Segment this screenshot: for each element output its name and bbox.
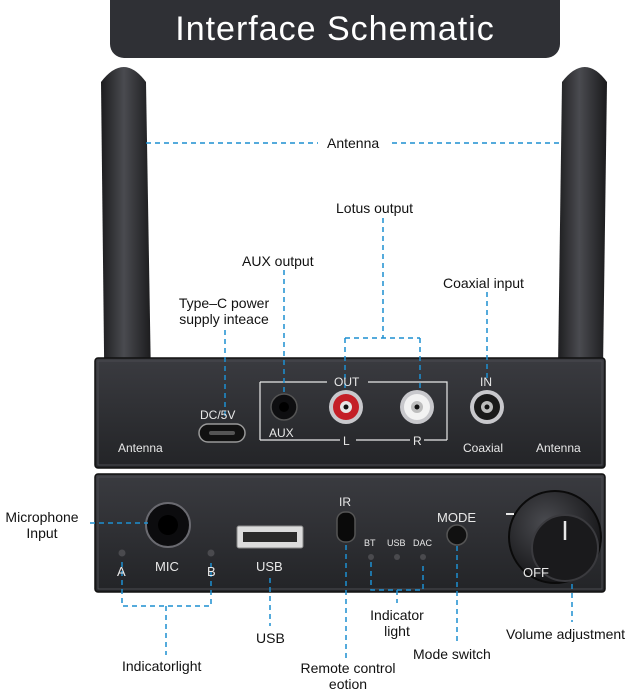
callout-microphone-line1: Microphone bbox=[5, 509, 79, 525]
out-label: OUT bbox=[334, 375, 360, 389]
callout-aux-output: AUX output bbox=[242, 253, 314, 269]
callout-mode-switch: Mode switch bbox=[413, 646, 491, 662]
leader-indicatorlight bbox=[121, 562, 212, 655]
coaxial-label: Coaxial bbox=[463, 441, 504, 455]
callout-indicator-light-line2: light bbox=[384, 623, 410, 639]
leader-indicator-light bbox=[370, 562, 424, 603]
usb-led-label: USB bbox=[387, 538, 406, 548]
mode-label: MODE bbox=[437, 510, 476, 525]
callout-usb: USB bbox=[256, 630, 285, 646]
usb-port-label: USB bbox=[256, 559, 283, 574]
bt-label: BT bbox=[364, 538, 376, 548]
callout-volume-adjustment: Volume adjustment bbox=[506, 626, 626, 642]
callout-indicatorlight: Indicatorlight bbox=[122, 658, 202, 674]
l-label: L bbox=[343, 434, 350, 448]
callout-antenna: Antenna bbox=[327, 135, 380, 151]
title-banner: Interface Schematic bbox=[110, 0, 560, 58]
back-antenna-right-label: Antenna bbox=[536, 441, 581, 455]
dc-label: DC/5V bbox=[200, 408, 236, 422]
off-label: OFF bbox=[523, 565, 549, 580]
callout-remote-line1: Remote control bbox=[300, 660, 396, 676]
dac-label: DAC bbox=[413, 538, 433, 548]
callout-type-c-line2: supply inteace bbox=[179, 311, 269, 327]
back-antenna-left-label: Antenna bbox=[118, 441, 163, 455]
front-panel bbox=[94, 473, 606, 593]
callout-coaxial-input: Coaxial input bbox=[443, 275, 524, 291]
callout-remote-line2: eotion bbox=[328, 676, 368, 692]
aux-label: AUX bbox=[269, 426, 294, 440]
callout-type-c: Type–C power supply inteace bbox=[168, 295, 280, 327]
a-label: A bbox=[117, 564, 126, 579]
mic-label: MIC bbox=[155, 559, 179, 574]
leader-lines bbox=[90, 142, 573, 660]
callout-indicator-light-line1: Indicator bbox=[370, 607, 424, 623]
callout-indicator-light: Indicator light bbox=[357, 607, 437, 639]
callout-remote-control: Remote control eotion bbox=[292, 660, 404, 692]
callout-lotus-output: Lotus output bbox=[336, 200, 414, 216]
callout-microphone: Microphone Input bbox=[0, 509, 84, 541]
back-panel bbox=[94, 357, 606, 469]
ir-label: IR bbox=[339, 495, 351, 509]
r-label: R bbox=[413, 434, 422, 448]
callout-type-c-line1: Type–C power bbox=[178, 295, 270, 311]
b-label: B bbox=[207, 564, 216, 579]
leader-lotus-output bbox=[344, 218, 421, 390]
callout-microphone-line2: Input bbox=[26, 525, 58, 541]
in-label: IN bbox=[480, 375, 492, 389]
